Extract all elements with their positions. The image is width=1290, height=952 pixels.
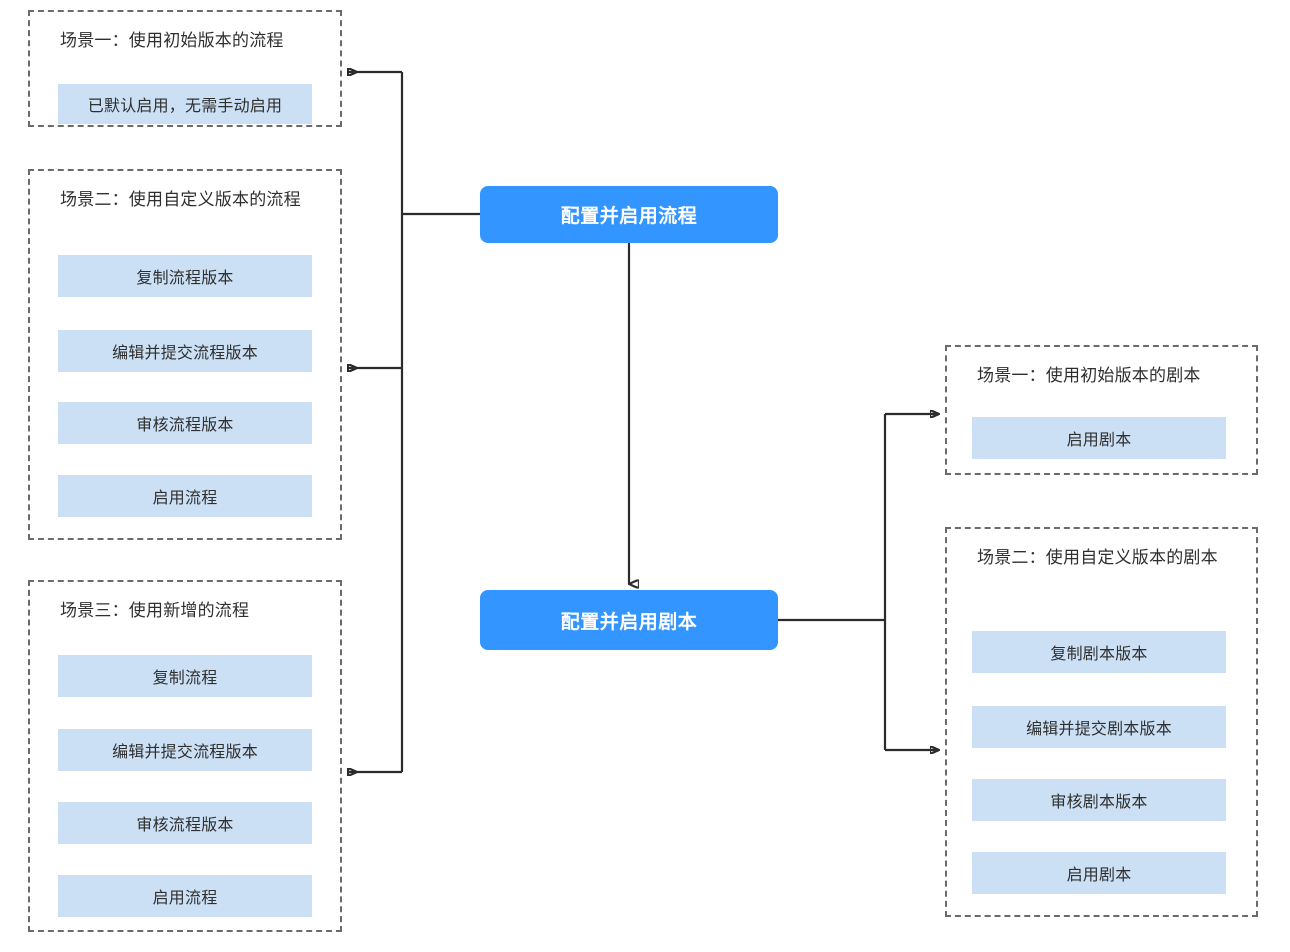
group-title: 场景二：使用自定义版本的流程	[60, 190, 301, 209]
chip-script-s1-step-1[interactable]: 启用剧本	[972, 417, 1226, 459]
chip-process-s3-step-1[interactable]: 复制流程	[58, 655, 312, 697]
group-title: 场景一：使用初始版本的剧本	[977, 366, 1201, 385]
chip-process-s3-step-2[interactable]: 编辑并提交流程版本	[58, 729, 312, 771]
group-script-scenario-1: 场景一：使用初始版本的剧本	[945, 345, 1258, 475]
chip-process-s2-step-3[interactable]: 审核流程版本	[58, 402, 312, 444]
chip-process-s2-step-1[interactable]: 复制流程版本	[58, 255, 312, 297]
chip-process-s1-step-1[interactable]: 已默认启用，无需手动启用	[58, 84, 312, 124]
chip-process-s2-step-4[interactable]: 启用流程	[58, 475, 312, 517]
group-process-scenario-2: 场景二：使用自定义版本的流程	[28, 169, 342, 540]
chip-script-s2-step-1[interactable]: 复制剧本版本	[972, 631, 1226, 673]
group-title: 场景二：使用自定义版本的剧本	[977, 548, 1218, 567]
chip-script-s2-step-2[interactable]: 编辑并提交剧本版本	[972, 706, 1226, 748]
chip-script-s2-step-3[interactable]: 审核剧本版本	[972, 779, 1226, 821]
group-title: 场景三：使用新增的流程	[60, 601, 250, 620]
group-process-scenario-3: 场景三：使用新增的流程	[28, 580, 342, 932]
chip-process-s3-step-3[interactable]: 审核流程版本	[58, 802, 312, 844]
chip-script-s2-step-4[interactable]: 启用剧本	[972, 852, 1226, 894]
node-configure-enable-process[interactable]: 配置并启用流程	[480, 186, 778, 243]
group-process-scenario-1: 场景一：使用初始版本的流程	[28, 10, 342, 127]
group-script-scenario-2: 场景二：使用自定义版本的剧本	[945, 527, 1258, 917]
chip-process-s3-step-4[interactable]: 启用流程	[58, 875, 312, 917]
group-title: 场景一：使用初始版本的流程	[60, 31, 284, 50]
node-configure-enable-script[interactable]: 配置并启用剧本	[480, 590, 778, 650]
chip-process-s2-step-2[interactable]: 编辑并提交流程版本	[58, 330, 312, 372]
